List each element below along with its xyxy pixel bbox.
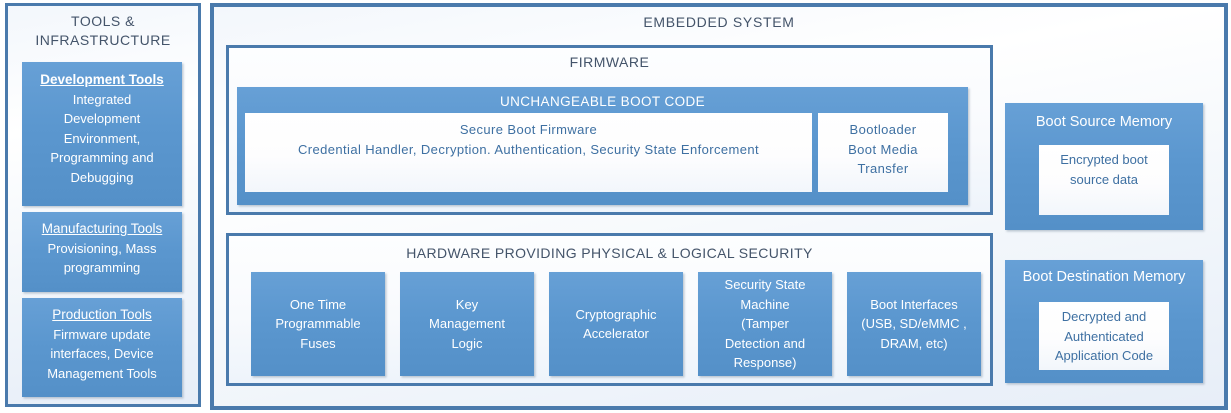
manufacturing-tools-box: Manufacturing Tools Provisioning, Mass p… bbox=[22, 212, 182, 292]
production-tools-heading: Production Tools bbox=[52, 307, 152, 322]
otp-fuses-box: One Time Programmable Fuses bbox=[251, 272, 385, 376]
firmware-frame: FIRMWARE UNCHANGEABLE BOOT CODE Secure B… bbox=[226, 45, 993, 215]
development-tools-body: Integrated Development Environment, Prog… bbox=[50, 91, 154, 185]
crypto-accelerator-box: Cryptographic Accelerator bbox=[549, 272, 683, 376]
boot-interfaces-box: Boot Interfaces (USB, SD/eMMC , DRAM, et… bbox=[847, 272, 981, 376]
secure-boot-firmware-detail: Credential Handler, Decryption. Authenti… bbox=[298, 141, 759, 157]
tools-panel-title: TOOLS & INFRASTRUCTURE bbox=[35, 13, 171, 48]
encrypted-boot-source-data-box: Encrypted boot source data bbox=[1039, 145, 1169, 215]
secure-boot-firmware-title: Secure Boot Firmware bbox=[459, 122, 598, 137]
embedded-system-title: EMBEDDED SYSTEM bbox=[643, 14, 795, 30]
key-management-box: Key Management Logic bbox=[400, 272, 534, 376]
boot-destination-memory-box: Boot Destination Memory Decrypted and Au… bbox=[1005, 260, 1203, 383]
manufacturing-tools-body: Provisioning, Mass programming bbox=[47, 240, 157, 276]
development-tools-heading: Development Tools bbox=[40, 72, 164, 87]
production-tools-body: Firmware update interfaces, Device Manag… bbox=[47, 326, 157, 381]
secure-boot-firmware-box: Secure Boot Firmware Credential Handler,… bbox=[245, 113, 812, 192]
boot-source-memory-box: Boot Source Memory Encrypted boot source… bbox=[1005, 103, 1203, 230]
embedded-system-panel: EMBEDDED SYSTEM FIRMWARE UNCHANGEABLE BO… bbox=[210, 3, 1228, 410]
development-tools-box: Development Tools Integrated Development… bbox=[22, 62, 182, 206]
boot-destination-memory-title: Boot Destination Memory bbox=[1022, 269, 1186, 285]
unchangeable-boot-code-box: UNCHANGEABLE BOOT CODE Secure Boot Firmw… bbox=[237, 87, 968, 205]
boot-source-memory-title: Boot Source Memory bbox=[1035, 114, 1173, 130]
security-state-machine-box: Security State Machine (Tamper Detection… bbox=[698, 272, 832, 376]
firmware-title: FIRMWARE bbox=[569, 54, 650, 70]
bootloader-box: Bootloader Boot Media Transfer bbox=[818, 113, 948, 192]
tools-infrastructure-panel: TOOLS & INFRASTRUCTURE Development Tools… bbox=[5, 3, 201, 407]
unchangeable-boot-code-title: UNCHANGEABLE BOOT CODE bbox=[499, 94, 706, 109]
hardware-security-title: HARDWARE PROVIDING PHYSICAL & LOGICAL SE… bbox=[406, 245, 813, 261]
decrypted-application-code-box: Decrypted and Authenticated Application … bbox=[1039, 302, 1169, 370]
manufacturing-tools-heading: Manufacturing Tools bbox=[41, 221, 163, 236]
hardware-security-frame: HARDWARE PROVIDING PHYSICAL & LOGICAL SE… bbox=[226, 233, 993, 386]
production-tools-box: Production Tools Firmware update interfa… bbox=[22, 298, 182, 397]
